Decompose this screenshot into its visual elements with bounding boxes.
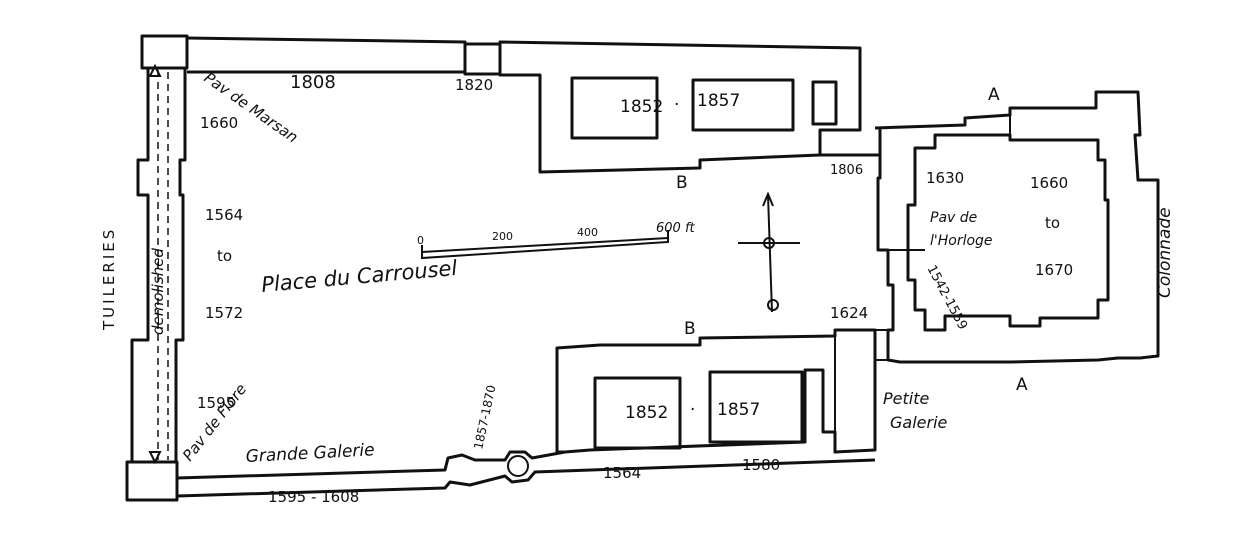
date-1857-1870: 1857-1870 bbox=[471, 384, 498, 451]
petite-galerie-label-2: Galerie bbox=[890, 413, 948, 432]
scale-tick-200: 200 bbox=[492, 230, 513, 243]
date-1630: 1630 bbox=[926, 169, 964, 187]
north-wing bbox=[186, 36, 882, 174]
scale-tick-600: 600 ft bbox=[656, 221, 696, 236]
date-1660-right: 1660 bbox=[1030, 174, 1068, 192]
marker-a-bottom: A bbox=[1016, 375, 1028, 395]
to-right: to bbox=[1045, 214, 1060, 232]
date-1624: 1624 bbox=[830, 304, 868, 322]
date-1852-bottom: 1852 bbox=[625, 403, 668, 423]
colonnade-label: Colonnade bbox=[1155, 207, 1175, 298]
separator-top: · bbox=[674, 95, 679, 115]
pav-marsan-label: Pav de Marsan bbox=[201, 69, 302, 147]
date-1564-left: 1564 bbox=[205, 206, 243, 224]
pav-horloge-label-1: Pav de bbox=[930, 210, 977, 226]
date-1670: 1670 bbox=[1035, 261, 1073, 279]
arrow-up-icon bbox=[148, 63, 162, 77]
marker-b-top: B bbox=[676, 173, 688, 193]
grande-galerie-wing bbox=[176, 450, 876, 498]
cour-carree bbox=[874, 90, 1160, 364]
date-1542-1559: 1542-1559 bbox=[923, 263, 970, 333]
place-carrousel-label: Place du Carrousel bbox=[260, 256, 458, 297]
date-1564-bottom: 1564 bbox=[603, 464, 641, 482]
pav-flore-label: Pav de Flore bbox=[179, 380, 250, 464]
tuileries-label: TUILERIES bbox=[100, 227, 118, 331]
demolished-label: demolished bbox=[149, 248, 167, 335]
date-1580: 1580 bbox=[742, 456, 780, 474]
scale-bar: 0 200 400 600 ft bbox=[417, 221, 696, 260]
scale-tick-400: 400 bbox=[577, 226, 598, 239]
date-1852-top: 1852 bbox=[620, 97, 663, 117]
date-1808: 1808 bbox=[290, 72, 336, 93]
date-1857-bottom: 1857 bbox=[717, 400, 760, 420]
arrow-down-icon bbox=[148, 451, 162, 465]
grande-galerie-label: Grande Galerie bbox=[245, 440, 375, 467]
tuileries-wing bbox=[125, 34, 189, 502]
date-1660-left: 1660 bbox=[200, 114, 238, 132]
date-1572: 1572 bbox=[205, 304, 243, 322]
pav-horloge-label-2: l'Horloge bbox=[930, 233, 993, 249]
separator-bottom: · bbox=[690, 400, 695, 420]
marker-b-bottom: B bbox=[684, 319, 696, 339]
to-left: to bbox=[217, 247, 232, 265]
marker-a-top: A bbox=[988, 85, 1000, 105]
date-1595: 1595 bbox=[197, 394, 235, 412]
date-1595-1608: 1595 - 1608 bbox=[268, 488, 359, 506]
date-1857-top: 1857 bbox=[697, 91, 740, 111]
south-wing bbox=[555, 328, 888, 454]
date-1820: 1820 bbox=[455, 76, 493, 94]
petite-galerie-label-1: Petite bbox=[883, 389, 929, 408]
north-arrow-icon bbox=[738, 191, 800, 313]
date-1806: 1806 bbox=[830, 163, 863, 178]
scale-tick-0: 0 bbox=[417, 234, 424, 247]
